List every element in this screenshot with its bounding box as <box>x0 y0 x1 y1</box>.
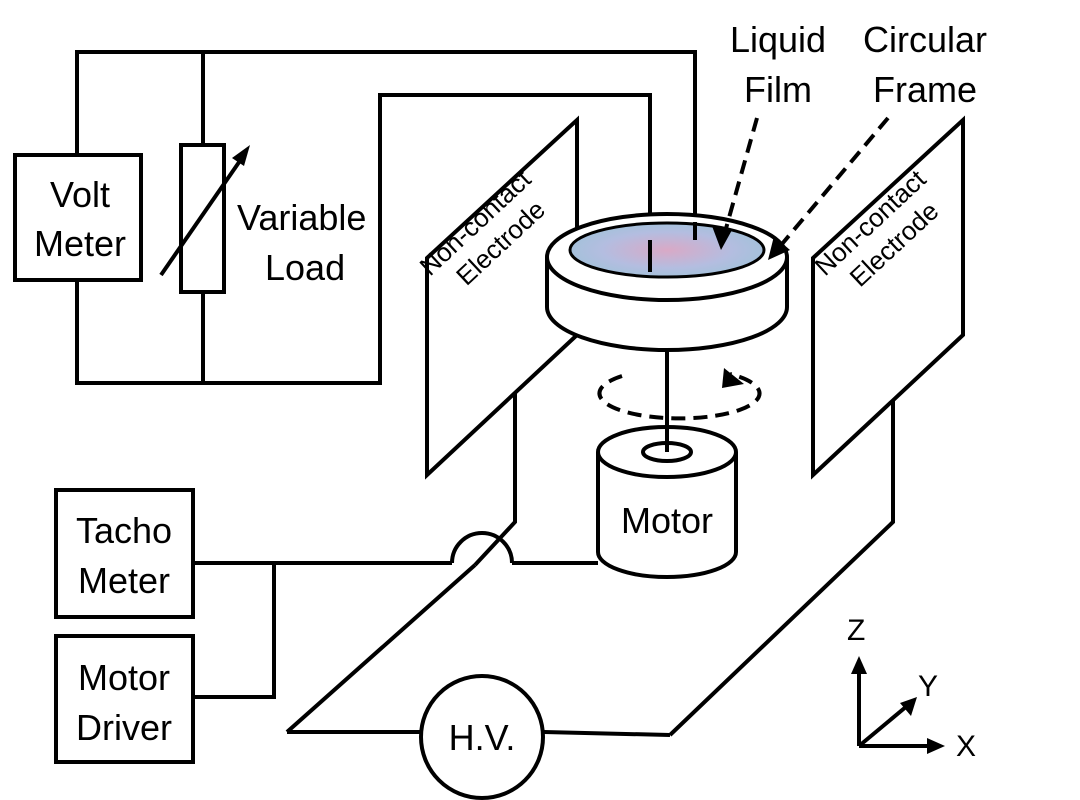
rotation-indicator <box>597 368 762 421</box>
upper-circuit-wires <box>75 50 697 385</box>
circular-frame <box>545 212 789 352</box>
circular-frame-label-1: Circular <box>863 19 987 60</box>
resistor-arrow-icon <box>232 145 250 166</box>
y-axis-arrow-icon <box>900 697 917 716</box>
volt-meter-label-1: Volt <box>50 174 110 215</box>
motor-driver-label-1: Motor <box>78 657 170 698</box>
motor-driver: Motor Driver <box>54 634 195 764</box>
hv-label: H.V. <box>449 717 516 758</box>
z-axis-arrow-icon <box>851 656 867 674</box>
rotation-arrow-icon <box>722 368 744 388</box>
liquid-film-label-1: Liquid <box>730 19 826 60</box>
variable-load-label-2: Load <box>265 247 345 288</box>
x-axis-arrow-icon <box>927 738 945 754</box>
circular-frame-label-2: Frame <box>873 69 977 110</box>
y-axis-label: Y <box>918 670 938 703</box>
volt-meter-label-2: Meter <box>34 223 126 264</box>
left-electrode: Non-contact Electrode <box>414 115 579 480</box>
liquid-film <box>568 221 766 279</box>
motor-wiring <box>195 531 598 699</box>
motor-driver-label-2: Driver <box>76 707 172 748</box>
tacho-meter-label-1: Tacho <box>76 510 172 551</box>
hv-source: H.V. <box>419 674 545 800</box>
right-electrode: Non-contact Electrode <box>809 115 965 480</box>
liquid-film-pointer <box>712 117 759 250</box>
hv-circuit-wires <box>285 392 895 737</box>
motor-label: Motor <box>621 500 713 541</box>
volt-meter: Volt Meter <box>13 153 143 282</box>
tacho-meter-label-2: Meter <box>78 560 170 601</box>
circular-frame-arrow-icon <box>768 236 790 260</box>
z-axis-label: Z <box>847 614 865 647</box>
coordinate-axes: Z Y X <box>847 614 976 763</box>
variable-load-label-1: Variable <box>237 197 366 238</box>
circular-frame-pointer <box>768 116 890 260</box>
variable-load-resistor <box>159 143 250 294</box>
liquid-film-arrow-icon <box>712 226 732 250</box>
tacho-meter: Tacho Meter <box>54 488 195 619</box>
liquid-film-label-2: Film <box>744 69 812 110</box>
x-axis-label: X <box>956 730 976 763</box>
